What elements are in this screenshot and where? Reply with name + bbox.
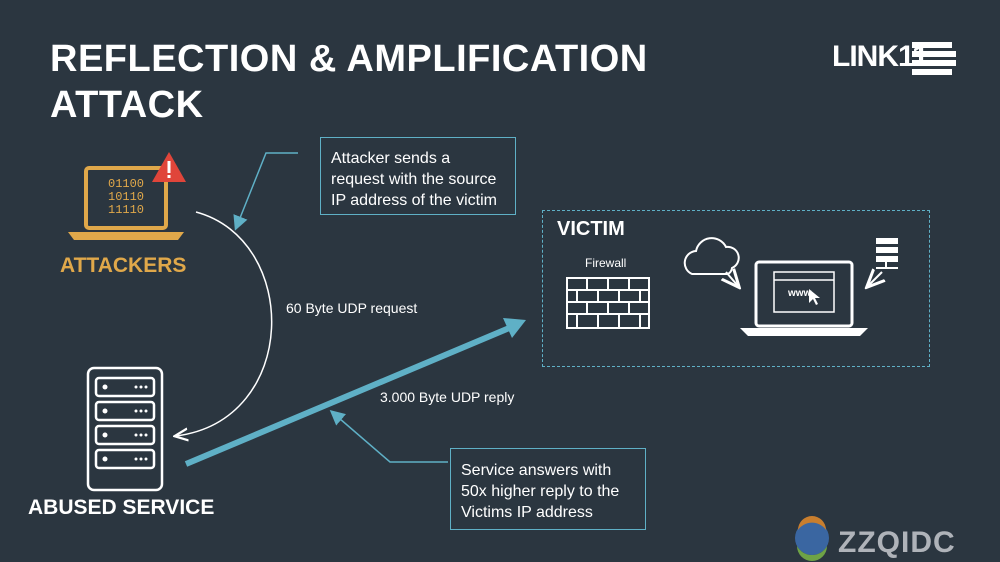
small-server-icon: [876, 238, 898, 269]
cursor-icon: [809, 289, 820, 305]
reply-label: 3.000 Byte UDP reply: [380, 389, 515, 405]
callout-line: 50x higher reply to the: [461, 483, 620, 500]
slide-title: REFLECTION & AMPLIFICATION ATTACK: [50, 36, 648, 128]
code-line: 10110: [108, 190, 145, 204]
callout-line: IP address of the victim: [331, 192, 497, 209]
request-label: 60 Byte UDP request: [286, 300, 418, 316]
code-line: 01100: [108, 177, 145, 191]
title-line-2: ATTACK: [50, 84, 204, 126]
victim-laptop-icon: [740, 260, 868, 336]
firewall-label: Firewall: [585, 256, 627, 270]
link11-logo-bars-icon: [912, 42, 956, 75]
callout-bottom-connector: [329, 410, 448, 463]
watermark-text: ZZQIDC: [838, 526, 956, 559]
server-arrow: [868, 272, 882, 286]
cloud-arrow: [726, 272, 738, 286]
firewall-icon: [566, 277, 650, 329]
callout-line: request with the source: [331, 171, 497, 188]
callout-line: Victims IP address: [461, 504, 593, 521]
attacker-laptop-icon: [68, 166, 184, 240]
request-arrow: [176, 211, 273, 436]
server-leds: [102, 384, 148, 462]
reply-arrow-head: [503, 318, 526, 338]
reply-arrow: [184, 323, 516, 467]
callout-top-connector: [233, 152, 298, 231]
victim-label: VICTIM: [557, 218, 625, 240]
cloud-icon: [683, 237, 740, 275]
warning-icon: [152, 152, 186, 182]
browser-www-text: www: [787, 288, 812, 299]
watermark-logo-icon: [795, 516, 829, 561]
callout-bottom: Service answers with 50x higher reply to…: [450, 448, 646, 530]
browser-window-icon: www: [773, 271, 835, 313]
callout-top: Attacker sends a request with the source…: [320, 137, 516, 215]
title-line-1: REFLECTION & AMPLIFICATION: [50, 38, 648, 80]
attackers-label: ATTACKERS: [60, 254, 187, 277]
attacker-screen-code: 01100 10110 11110: [108, 178, 144, 217]
code-line: 11110: [108, 203, 145, 217]
callout-line: Service answers with: [461, 462, 612, 479]
callout-line: Attacker sends a: [331, 150, 451, 167]
abused-service-label: ABUSED SERVICE: [28, 496, 215, 519]
victim-zone: [542, 210, 930, 367]
server-rack-icon: [86, 366, 164, 492]
